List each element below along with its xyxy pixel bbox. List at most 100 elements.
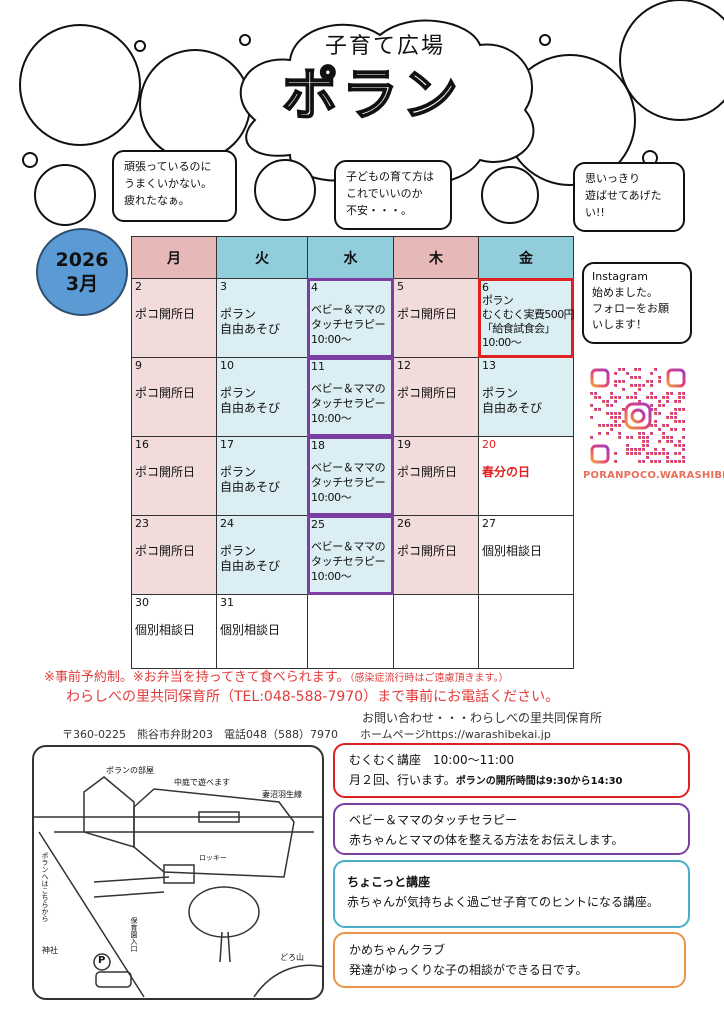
qr-module: [666, 396, 669, 399]
qr-module: [654, 420, 657, 423]
day-event: 個別相談日: [135, 623, 196, 637]
day-number: 2: [135, 280, 142, 293]
qr-module: [682, 392, 685, 395]
info-touch-therapy-title: ベビー＆ママのタッチセラピー: [349, 813, 518, 827]
qr-module: [642, 460, 645, 463]
day-number: 10: [220, 359, 234, 372]
qr-module: [598, 432, 601, 435]
day-number: 19: [397, 438, 411, 451]
qr-module: [678, 408, 681, 411]
qr-module: [626, 372, 629, 375]
speech-bubble-tired: 頑張っているのに うまくいかない。 疲れたなぁ。: [112, 150, 237, 222]
day-number: 13: [482, 359, 496, 372]
header-illustration: [19, 0, 724, 226]
day-number: 18: [311, 439, 325, 452]
weekday-header-thu: 木: [393, 236, 479, 279]
title-cloud: [239, 19, 535, 185]
qr-module: [678, 396, 681, 399]
qr-module: [602, 400, 605, 403]
qr-module: [654, 396, 657, 399]
qr-module: [646, 452, 649, 455]
qr-module: [638, 452, 641, 455]
qr-module: [614, 452, 617, 455]
qr-module: [654, 448, 657, 451]
day-number: 11: [311, 360, 325, 373]
qr-module: [638, 376, 641, 379]
qr-module: [682, 408, 685, 411]
qr-module: [682, 460, 685, 463]
qr-module: [682, 420, 685, 423]
qr-module: [646, 380, 649, 383]
qr-module: [678, 400, 681, 403]
qr-module: [658, 452, 661, 455]
qr-module: [678, 440, 681, 443]
badge-month: 3月: [65, 273, 99, 295]
day-event: 個別相談日: [482, 544, 543, 558]
day-number: 5: [397, 280, 404, 293]
map-label-nursery-entrance: 保育園入口: [130, 917, 138, 952]
contact-line2: 〒360-0225 熊谷市弁財203 電話048（588）7970 ホームページ…: [62, 728, 551, 741]
instagram-qr-code[interactable]: [590, 368, 686, 464]
qr-module: [626, 436, 629, 439]
qr-module: [650, 404, 653, 407]
qr-module: [622, 368, 625, 371]
speech-bubble-play: 思いっきり 遊ばせてあげた い!!: [573, 162, 685, 232]
qr-module: [674, 412, 677, 415]
reservation-note-small: （感染症流行時はご遠慮頂きます。）: [349, 673, 509, 684]
qr-module: [674, 460, 677, 463]
qr-module: [662, 404, 665, 407]
instagram-handle: PORANPOCO.WARASHIBE: [583, 470, 724, 481]
qr-module: [658, 412, 661, 415]
qr-module: [614, 372, 617, 375]
weekday-header-mon: 月: [131, 236, 217, 279]
qr-module: [654, 412, 657, 415]
qr-module: [610, 428, 613, 431]
qr-module: [638, 448, 641, 451]
qr-module: [626, 444, 629, 447]
qr-module: [638, 460, 641, 463]
qr-module: [670, 440, 673, 443]
map-label-poran-room: ポランの部屋: [106, 766, 154, 775]
qr-module: [646, 440, 649, 443]
qr-module: [682, 456, 685, 459]
qr-module: [650, 424, 653, 427]
info-touch-therapy-body: 赤ちゃんとママの体を整える方法をお伝えします。: [349, 833, 624, 847]
day-number: 27: [482, 517, 496, 530]
day-event: 春分の日: [482, 465, 531, 479]
map-label-shrine: 神社: [42, 946, 58, 955]
qr-module: [646, 436, 649, 439]
qr-module: [650, 408, 653, 411]
qr-module: [666, 452, 669, 455]
qr-module: [606, 404, 609, 407]
calendar-day-cell: 19 ポコ開所日: [393, 436, 479, 516]
qr-module: [654, 424, 657, 427]
qr-module: [610, 424, 613, 427]
badge-year: 2026: [55, 249, 109, 271]
qr-module: [682, 444, 685, 447]
qr-module: [634, 384, 637, 387]
info-touch-therapy: ベビー＆ママのタッチセラピー 赤ちゃんとママの体を整える方法をお伝えします。: [333, 803, 690, 855]
qr-module: [658, 440, 661, 443]
qr-module: [610, 392, 613, 395]
qr-module: [650, 460, 653, 463]
qr-module: [614, 460, 617, 463]
qr-module: [606, 424, 609, 427]
day-event: ポラン 自由あそび: [482, 386, 543, 415]
day-event: ポコ開所日: [135, 465, 196, 479]
qr-module: [658, 404, 661, 407]
info-mukumuku-body-wrap: 月２回、行います。ポランの開所時間は9:30から14:30: [349, 770, 674, 792]
qr-module: [630, 448, 633, 451]
day-number: 20: [482, 438, 496, 451]
qr-module: [666, 436, 669, 439]
qr-module: [670, 392, 673, 395]
qr-module: [674, 444, 677, 447]
day-event: ポコ開所日: [397, 307, 458, 321]
qr-module: [610, 396, 613, 399]
day-event: ポコ開所日: [397, 465, 458, 479]
